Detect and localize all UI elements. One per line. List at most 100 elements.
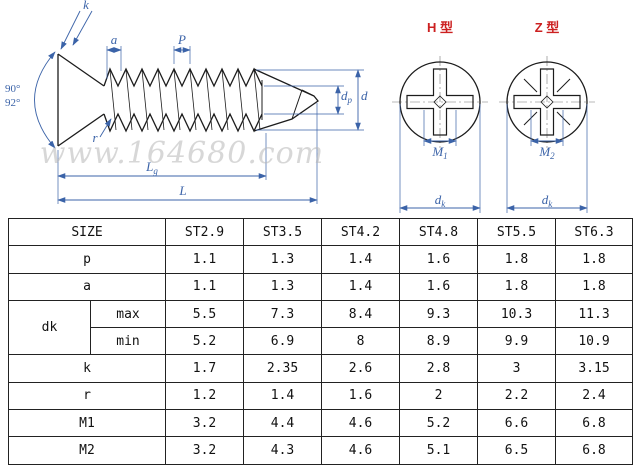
table-cell: 1.4 bbox=[321, 245, 400, 274]
table-cell: 5.5 bbox=[165, 299, 244, 329]
phillips-cross bbox=[406, 68, 474, 136]
pozidriv-center bbox=[540, 95, 554, 109]
h-centerlines bbox=[392, 56, 488, 148]
table-cell: 4.6 bbox=[321, 436, 400, 465]
table-row-dk-min: min 5.2 6.9 8 8.9 9.9 10.9 bbox=[9, 327, 633, 356]
h-type-title: H 型 bbox=[427, 20, 453, 35]
dim-m2-main: M bbox=[538, 144, 551, 159]
dim-dk-h-sub: k bbox=[441, 199, 446, 209]
screw-drill-flute bbox=[291, 89, 315, 120]
column-header: ST5.5 bbox=[477, 217, 556, 247]
dim-r-label: r bbox=[92, 130, 98, 145]
table-header-row: SIZE ST2.9 ST3.5 ST4.2 ST4.8 ST5.5 ST6.3 bbox=[8, 217, 633, 247]
column-header: ST6.3 bbox=[555, 217, 633, 247]
h-type-head-view: H 型 M1 dk bbox=[392, 20, 488, 213]
table-cell: 5.2 bbox=[165, 327, 244, 356]
table-cell: 3 bbox=[477, 354, 556, 383]
table-cell: 2.4 bbox=[555, 381, 633, 411]
table-cell: 1.3 bbox=[243, 245, 322, 274]
table-cell: 8 bbox=[321, 327, 400, 356]
dim-dk-h-label: dk bbox=[435, 192, 447, 209]
dim-d-ext bbox=[256, 69, 364, 131]
z-type-title: Z 型 bbox=[535, 20, 560, 35]
dim-p-ext bbox=[173, 46, 191, 64]
column-header: ST3.5 bbox=[243, 217, 322, 247]
column-header-size: SIZE bbox=[8, 217, 166, 247]
dim-angle-arc bbox=[34, 51, 56, 149]
phillips-center bbox=[433, 95, 447, 109]
table-cell: 6.8 bbox=[555, 436, 633, 465]
table-cell: 1.8 bbox=[477, 272, 556, 301]
table-cell: 2.35 bbox=[243, 354, 322, 383]
dim-dp-label: dp bbox=[341, 88, 353, 105]
pozidriv-cross bbox=[513, 68, 581, 136]
dim-l-label: L bbox=[178, 183, 186, 198]
dim-m1-label: M1 bbox=[431, 144, 447, 161]
watermark: www.164680.com bbox=[40, 136, 324, 171]
row-label: a bbox=[8, 272, 166, 301]
table-cell: 2.8 bbox=[399, 354, 478, 383]
dim-lg-sub: g bbox=[153, 166, 158, 176]
dim-dk-h-main: d bbox=[435, 192, 442, 207]
table-row-a: a 1.1 1.3 1.4 1.6 1.8 1.8 bbox=[8, 272, 633, 301]
table-cell: 8.4 bbox=[321, 299, 400, 329]
dim-m2-sub: 2 bbox=[550, 151, 555, 161]
table-cell: 9.9 bbox=[477, 327, 556, 356]
dim-lg-label: Lg bbox=[145, 159, 158, 176]
angle-92-label: 92° bbox=[5, 97, 20, 109]
table-row-r: r 1.2 1.4 1.6 2 2.2 2.4 bbox=[8, 381, 633, 411]
technical-drawing: k a P 90° 92° r Lg L dp d bbox=[0, 0, 640, 217]
table-cell: 4.4 bbox=[243, 409, 322, 438]
dim-dp-main: d bbox=[341, 88, 348, 103]
dim-r-leader bbox=[99, 118, 112, 138]
table-cell: 1.2 bbox=[165, 381, 244, 411]
dim-dk-z-main: d bbox=[542, 192, 549, 207]
dim-a-ext bbox=[106, 46, 122, 79]
table-row-m2: M2 3.2 4.3 4.6 5.1 6.5 6.8 bbox=[8, 436, 633, 465]
table-row-k: k 1.7 2.35 2.6 2.8 3 3.15 bbox=[8, 354, 633, 383]
table-cell: 1.8 bbox=[555, 245, 633, 274]
dim-k-label: k bbox=[83, 0, 89, 12]
column-header: ST4.2 bbox=[321, 217, 400, 247]
table-cell: 6.9 bbox=[243, 327, 322, 356]
screw-thread-helix-lines bbox=[109, 69, 261, 131]
angle-90-label: 90° bbox=[5, 83, 20, 95]
dim-dk-z-ext bbox=[506, 104, 588, 213]
dim-dk-z-sub: k bbox=[548, 199, 553, 209]
table-cell: 1.6 bbox=[321, 381, 400, 411]
table-cell: 5.2 bbox=[399, 409, 478, 438]
row-label-dk: dk bbox=[8, 299, 91, 356]
screw-thread-bottom bbox=[103, 112, 263, 133]
table-cell: 1.8 bbox=[555, 272, 633, 301]
table-cell: 9.3 bbox=[399, 299, 478, 329]
row-sublabel-max: max bbox=[90, 299, 166, 329]
dim-d-label: d bbox=[361, 88, 368, 103]
table-cell: 10.3 bbox=[477, 299, 556, 329]
dim-k-leader1 bbox=[60, 10, 81, 50]
size-table: SIZE ST2.9 ST3.5 ST4.2 ST4.8 ST5.5 ST6.3… bbox=[8, 217, 633, 465]
z-type-head-view: Z 型 M2 dk bbox=[499, 20, 595, 213]
dim-dp-ext bbox=[264, 85, 344, 115]
table-cell: 8.9 bbox=[399, 327, 478, 356]
table-cell: 1.8 bbox=[477, 245, 556, 274]
table-cell: 1.7 bbox=[165, 354, 244, 383]
row-label: M2 bbox=[8, 436, 166, 465]
column-header: ST2.9 bbox=[165, 217, 244, 247]
z-centerlines bbox=[499, 56, 595, 148]
dim-m1-main: M bbox=[431, 144, 444, 159]
table-cell: 11.3 bbox=[555, 299, 633, 329]
table-cell: 1.1 bbox=[165, 272, 244, 301]
table-cell: 10.9 bbox=[555, 327, 633, 356]
table-row-dk-max: dk max 5.5 7.3 8.4 9.3 10.3 11.3 bbox=[8, 299, 633, 356]
table-cell: 2.6 bbox=[321, 354, 400, 383]
table-cell: 7.3 bbox=[243, 299, 322, 329]
table-cell: 6.8 bbox=[555, 409, 633, 438]
table-cell: 3.15 bbox=[555, 354, 633, 383]
dim-p-label: P bbox=[177, 32, 186, 47]
table-cell: 3.2 bbox=[165, 409, 244, 438]
screw-thread-top bbox=[103, 67, 263, 88]
row-label: p bbox=[8, 245, 166, 274]
table-cell: 3.2 bbox=[165, 436, 244, 465]
dim-m1-sub: 1 bbox=[443, 151, 448, 161]
